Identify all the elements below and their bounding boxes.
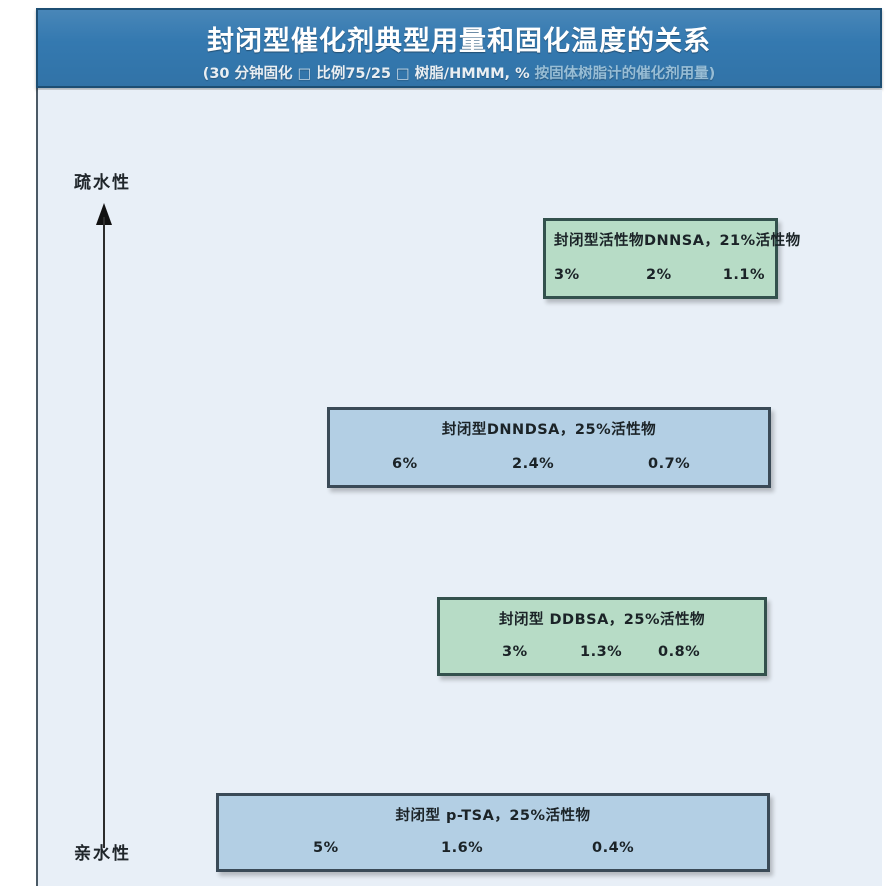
- subtitle-segment-dim: 按固体树脂计的催化剂用量): [534, 66, 716, 82]
- arrow-head: [96, 203, 112, 225]
- value-3: 0.8%: [658, 644, 701, 660]
- value-2: 2%: [646, 267, 672, 283]
- value-1: 6%: [392, 456, 418, 472]
- arrow-shaft: [103, 217, 105, 848]
- catalyst-box-dnndsa[interactable]: 封闭型DNNDSA，25%活性物 6% 2.4% 0.7%: [327, 407, 771, 488]
- catalyst-box-ptsa-title: 封闭型 p-TSA，25%活性物: [395, 808, 591, 824]
- catalyst-box-dnnsa-values: 3% 2% 1.1%: [546, 267, 775, 287]
- value-1: 5%: [313, 840, 339, 856]
- value-2: 1.6%: [441, 840, 484, 856]
- catalyst-box-ddbsa-title: 封闭型 DDBSA，25%活性物: [498, 612, 706, 628]
- square-separator-icon-1: □: [297, 66, 312, 82]
- up-arrow-icon: [96, 203, 112, 848]
- value-2: 2.4%: [512, 456, 555, 472]
- chart-canvas: [38, 90, 882, 886]
- catalyst-box-ptsa-values: 5% 1.6% 0.4%: [219, 840, 767, 860]
- value-1: 3%: [502, 644, 528, 660]
- axis-label-hydrophilic: 亲水性: [74, 844, 131, 864]
- square-separator-icon-2: □: [396, 66, 410, 82]
- value-3: 0.4%: [592, 840, 635, 856]
- subtitle-segment-2: 比例75/25: [311, 66, 397, 82]
- page-title: 封闭型催化剂典型用量和固化温度的关系: [207, 26, 711, 57]
- catalyst-box-dnnsa-title: 封闭型活性物DNNSA，21%活性物: [554, 233, 801, 249]
- catalyst-box-dnnsa[interactable]: 封闭型活性物DNNSA，21%活性物 3% 2% 1.1%: [543, 218, 801, 299]
- value-3: 0.7%: [648, 456, 691, 472]
- value-3: 1.1%: [722, 267, 765, 283]
- axis-label-hydrophobic: 疏水性: [74, 173, 131, 193]
- subtitle-segment-3: 树脂/HMMM, %: [409, 66, 535, 82]
- value-1: 3%: [554, 267, 580, 283]
- catalyst-box-ptsa[interactable]: 封闭型 p-TSA，25%活性物 5% 1.6% 0.4%: [216, 793, 770, 872]
- catalyst-box-ddbsa[interactable]: 封闭型 DDBSA，25%活性物 3% 1.3% 0.8%: [437, 597, 767, 676]
- header-banner: 封闭型催化剂典型用量和固化温度的关系 (30 分钟固化 □ 比例75/25 □ …: [36, 8, 882, 88]
- subtitle-segment-1: (30 分钟固化: [202, 66, 298, 82]
- catalyst-box-ddbsa-values: 3% 1.3% 0.8%: [440, 644, 764, 664]
- value-2: 1.3%: [580, 644, 623, 660]
- catalyst-box-dnndsa-title: 封闭型DNNDSA，25%活性物: [441, 422, 657, 438]
- page-subtitle: (30 分钟固化 □ 比例75/25 □ 树脂/HMMM, % 按固体树脂计的催…: [38, 62, 880, 83]
- catalyst-box-dnndsa-values: 6% 2.4% 0.7%: [330, 456, 768, 476]
